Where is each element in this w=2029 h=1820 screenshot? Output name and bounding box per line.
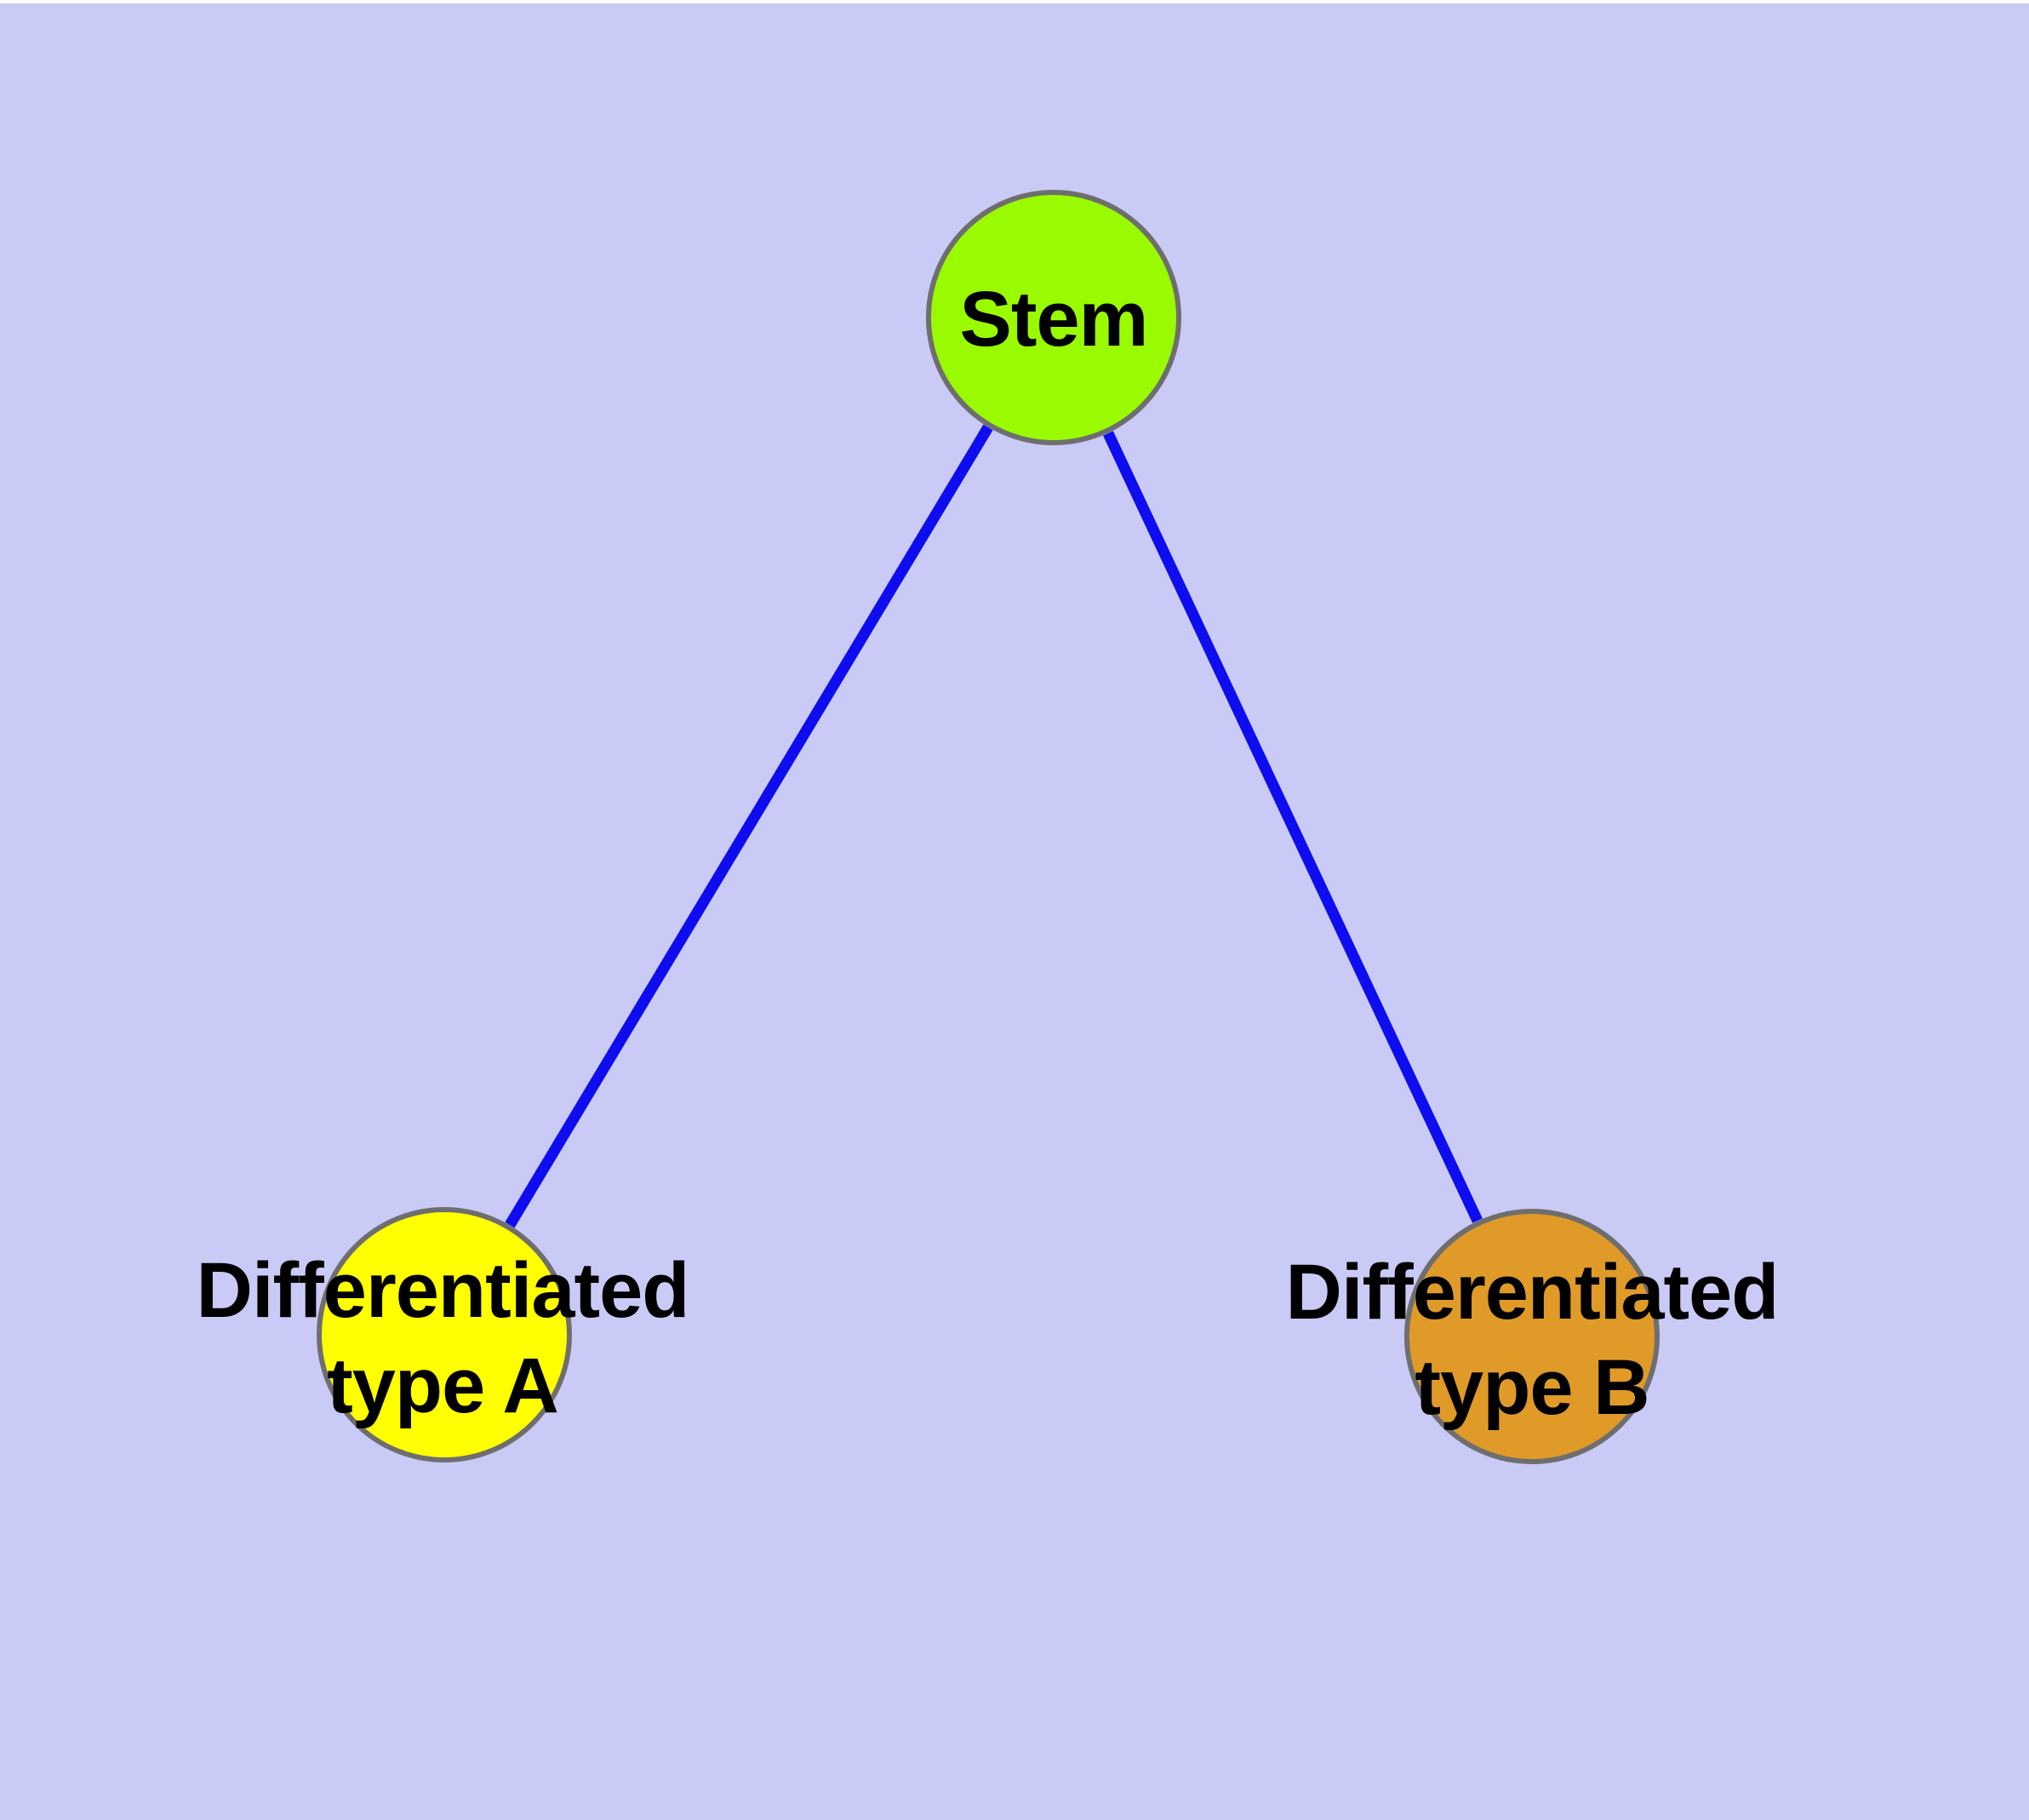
node-type-a-label: Differentiated type A: [196, 1247, 690, 1429]
node-stem-circle: [926, 190, 1181, 445]
node-stem-label: Stem: [959, 276, 1149, 363]
node-type-b-label: Differentiated type B: [1285, 1249, 1780, 1431]
node-type-b-circle: [1404, 1209, 1660, 1464]
node-type-a-circle: [317, 1207, 572, 1462]
top-margin-strip: [0, 0, 2029, 3]
edge-stem-to-type-b: [1103, 431, 1483, 1223]
edge-stem-to-type-a: [505, 424, 993, 1228]
